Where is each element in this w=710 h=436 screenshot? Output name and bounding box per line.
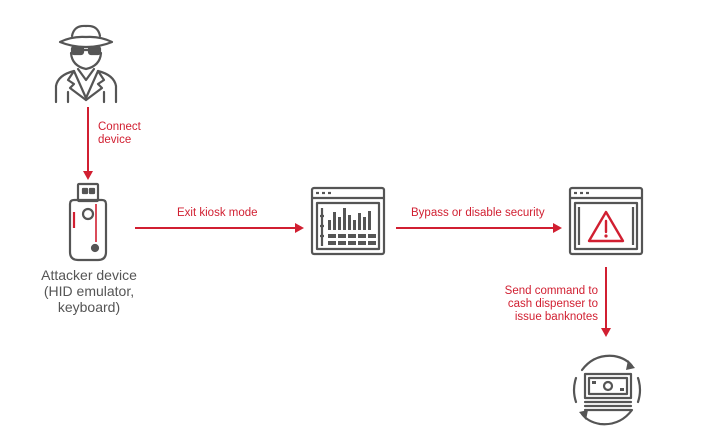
- arrow-connect-device: [83, 107, 93, 180]
- label-exit-kiosk-mode: Exit kiosk mode: [177, 207, 258, 219]
- usb-device-icon: [68, 182, 108, 262]
- spy-icon: [54, 24, 118, 104]
- kiosk-window-icon: [310, 186, 386, 256]
- arrow-bypass-security: [396, 223, 562, 233]
- arrow-exit-kiosk: [135, 223, 304, 233]
- label-bypass-security: Bypass or disable security: [411, 207, 545, 219]
- label-send-command: Send command to cash dispenser to issue …: [504, 285, 598, 323]
- label-connect-device: Connect device: [98, 121, 141, 146]
- warning-window-icon: [568, 186, 644, 256]
- arrow-send-command: [601, 267, 611, 337]
- banknotes-cycle-icon: [572, 354, 642, 426]
- attacker-device-caption: Attacker device (HID emulator, keyboard): [41, 267, 137, 315]
